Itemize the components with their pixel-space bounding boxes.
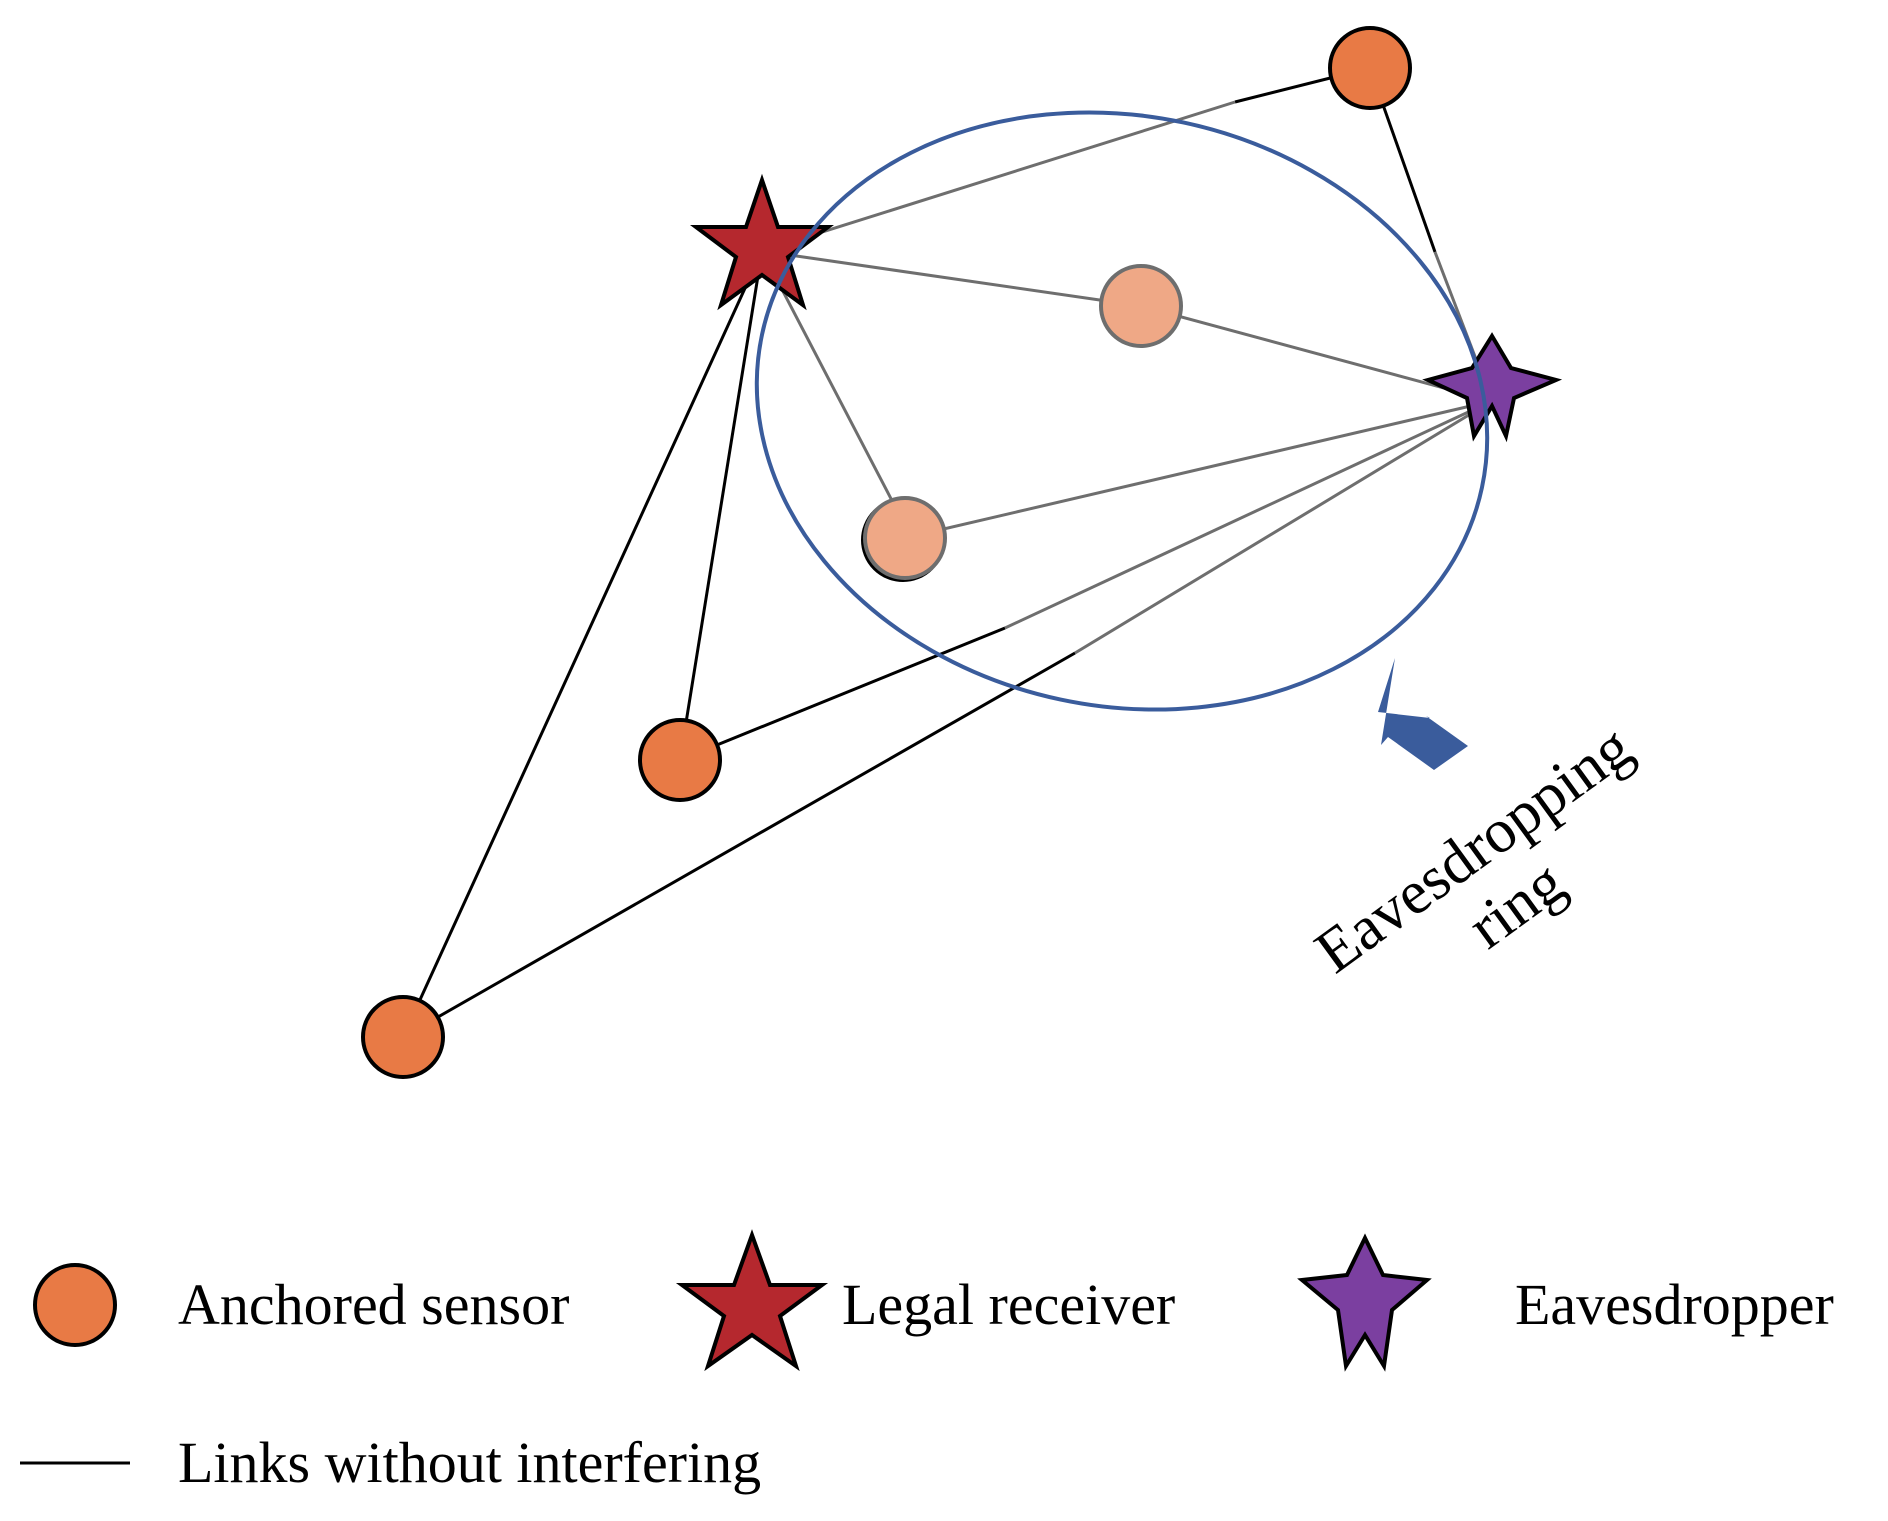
legend-legal-receiver-label: Legal receiver	[842, 1272, 1175, 1337]
link-receiver-to-sensor-far	[401, 250, 764, 1038]
grey-link-ring-eave-2	[1074, 399, 1493, 655]
ring-label-line1: Eavesdropping	[1303, 713, 1644, 987]
legend-sensor-icon	[33, 1263, 117, 1347]
legend-legal-receiver-icon	[675, 1229, 829, 1372]
legend-eavesdropper-icon	[1297, 1233, 1432, 1372]
eavesdrop-links	[760, 100, 1494, 655]
anchored-sensor-far	[361, 995, 445, 1079]
grey-link-ring-eave-1	[1004, 399, 1493, 630]
legend: Anchored sensor Legal receiver Eavesdrop…	[20, 1229, 1834, 1495]
link-sensor-far-to-ring	[402, 651, 1076, 1039]
anchored-sensor-left	[638, 718, 722, 802]
link-sensor-left-to-ring	[679, 626, 1006, 762]
anchored-sensor-lower	[863, 496, 947, 580]
grey-link-receiver-lower	[760, 250, 902, 517]
legend-anchored-sensor-label: Anchored sensor	[178, 1272, 569, 1337]
legend-links-label: Links without interfering	[178, 1430, 761, 1495]
eavesdropper-star	[1422, 332, 1563, 443]
legend-eavesdropper-label: Eavesdropper	[1515, 1272, 1834, 1337]
legal-receiver-star	[690, 173, 834, 311]
grey-link-center-eave	[1140, 304, 1493, 403]
eavesdropping-ring	[754, 110, 1490, 712]
link-receiver-to-sensor-left	[678, 250, 764, 761]
anchored-sensor-center	[1099, 264, 1183, 348]
grey-link-receiver-center	[761, 249, 1142, 308]
anchored-sensor-top	[1328, 26, 1412, 110]
grey-link-receiver-top	[761, 100, 1236, 253]
grey-link-lower-eave	[904, 399, 1493, 540]
ring-arrow	[1378, 658, 1468, 770]
ring-label: Eavesdropping ring	[1303, 713, 1644, 987]
